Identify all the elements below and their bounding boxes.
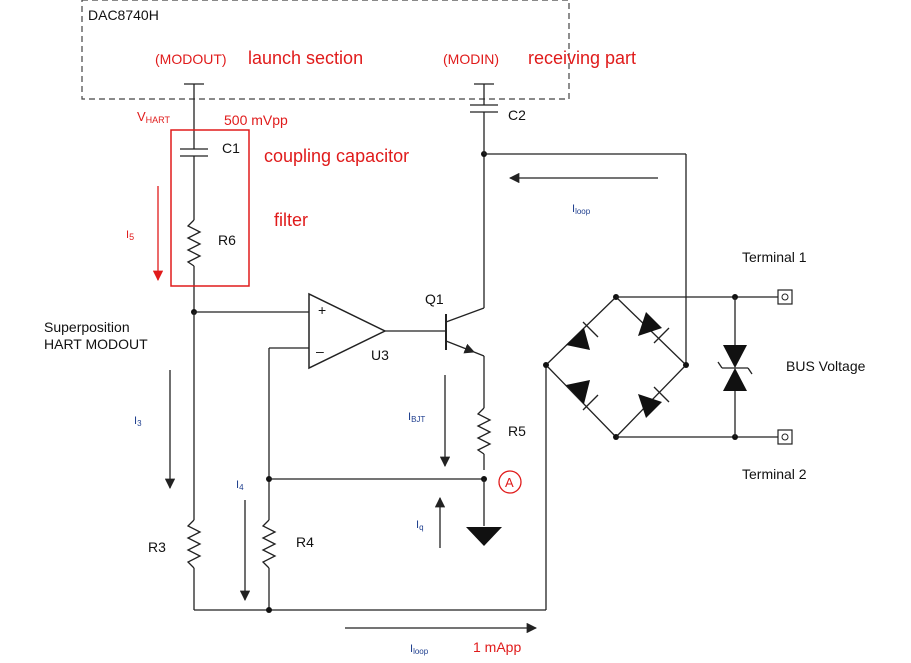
c2-label: C2 — [508, 107, 526, 123]
ground-icon — [466, 527, 502, 546]
r6-label: R6 — [218, 232, 236, 248]
node-a-marker — [498, 470, 522, 494]
diode-top-left — [566, 328, 590, 350]
bridge-right-node — [683, 362, 689, 368]
modout-branch — [180, 83, 208, 312]
vpp-label: 500 mVpp — [224, 112, 288, 128]
iloop-bottom-label: Iloop — [410, 643, 429, 656]
coupling-capacitor-label: coupling capacitor — [264, 146, 409, 166]
r4-label: R4 — [296, 534, 314, 550]
node-a-label: A — [505, 475, 514, 490]
launch-section-label: launch section — [248, 48, 363, 68]
r3-resistor — [186, 519, 202, 569]
q1-label: Q1 — [425, 291, 444, 307]
superposition-label-2: HART MODOUT — [44, 336, 148, 352]
diode-top-right — [638, 312, 662, 336]
r4-resistor — [261, 519, 277, 569]
terminal-1-connector[interactable] — [777, 289, 793, 305]
r5-label: R5 — [508, 423, 526, 439]
bridge-left-node — [543, 362, 549, 368]
i5-label: I5 — [126, 229, 134, 242]
terminal-2-label: Terminal 2 — [742, 466, 807, 482]
ibjt-label: IBJT — [408, 411, 425, 424]
modin-branch — [470, 83, 498, 154]
diode-bottom-right — [638, 394, 662, 418]
filter-highlight-box — [170, 129, 250, 287]
q1-transistor — [445, 307, 485, 357]
opamp-plus-sign: + — [318, 302, 326, 318]
diode-bridge — [545, 296, 687, 438]
iloop-top-label: Iloop — [572, 203, 591, 216]
i4-label: I4 — [236, 479, 244, 492]
u3-opamp: + – — [308, 292, 387, 370]
modin-pin-label: (MODIN) — [443, 51, 499, 67]
bottom-node — [266, 607, 272, 613]
superposition-label-1: Superposition — [44, 319, 130, 335]
c1-label: C1 — [222, 140, 240, 156]
r6-resistor — [186, 219, 202, 267]
diode-bottom-left — [566, 380, 590, 404]
receiving-part-label: receiving part — [528, 48, 636, 68]
vhart-label: VHART — [137, 109, 171, 125]
opamp-minus-sign: – — [316, 343, 324, 359]
i3-label: I3 — [134, 415, 142, 428]
loop-current-value: 1 mApp — [473, 639, 521, 655]
modout-pin-label: (MODOUT) — [155, 51, 227, 67]
bus-voltage-label: BUS Voltage — [786, 358, 866, 374]
r5-resistor — [476, 407, 492, 455]
dac8740h-chip-box: DAC8740H — [81, 0, 570, 100]
tvs-diode — [717, 297, 753, 437]
r3-label: R3 — [148, 539, 166, 555]
chip-name-label: DAC8740H — [88, 7, 159, 23]
terminal-2-connector[interactable] — [777, 429, 793, 445]
filter-label: filter — [274, 210, 308, 230]
terminal-1-label: Terminal 1 — [742, 249, 807, 265]
u3-label: U3 — [371, 347, 389, 363]
iq-label: Iq — [416, 519, 424, 532]
